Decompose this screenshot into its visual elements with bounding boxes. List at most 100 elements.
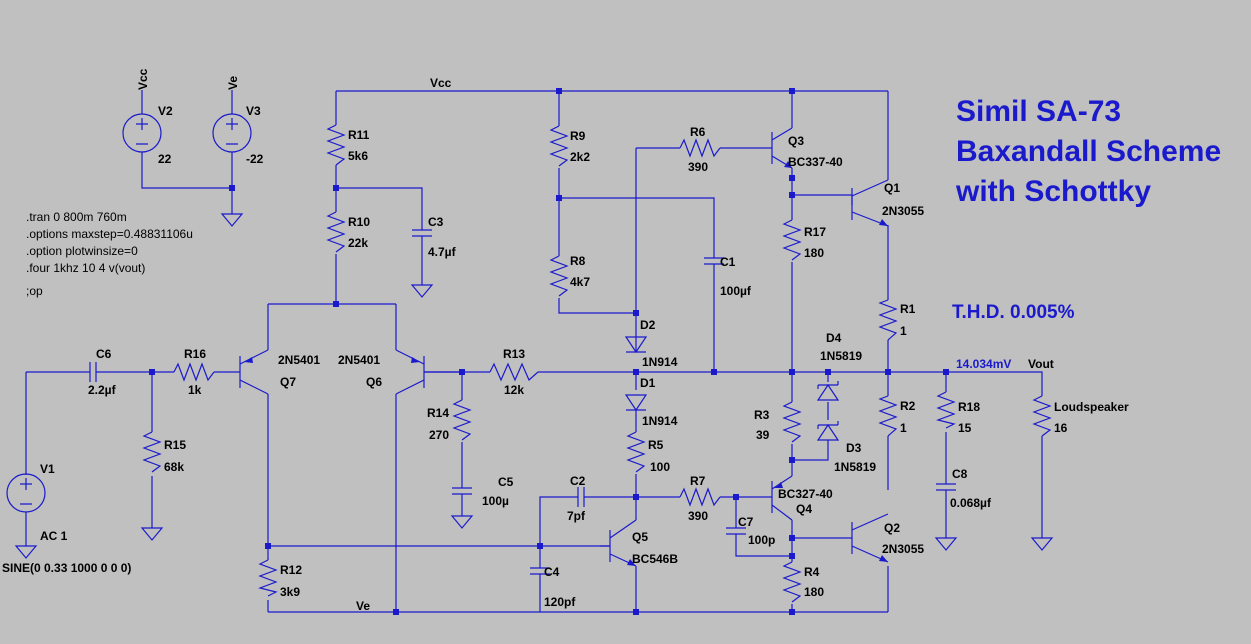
q4-symbol (771, 475, 793, 521)
r5-value: 100 (650, 460, 670, 474)
c1-name: C1 (720, 255, 736, 269)
c3-name: C3 (428, 215, 444, 229)
r11-name: R11 (348, 128, 370, 142)
r7-value: 390 (688, 509, 708, 523)
q6-symbol (395, 349, 425, 395)
ground-icon (410, 284, 434, 298)
directive-3: .option plotwinsize=0 (26, 244, 138, 258)
d4-symbol (816, 381, 840, 401)
r15-value: 68k (164, 460, 184, 474)
v1-name: V1 (40, 462, 55, 476)
q3-value: BC337-40 (788, 155, 843, 169)
q2-value: 2N3055 (882, 542, 924, 556)
r6-value: 390 (688, 160, 708, 174)
net-vcc: Vcc (430, 76, 452, 90)
c1-symbol (704, 257, 724, 290)
r11-symbol (326, 124, 346, 166)
r3-name: R3 (754, 408, 770, 422)
net-vout: Vout (1028, 357, 1054, 371)
r10-value: 22k (348, 236, 368, 250)
q3-name: Q3 (788, 134, 804, 148)
q7-symbol (239, 349, 269, 395)
directive-5: ;op (26, 284, 43, 298)
d4-name: D4 (826, 331, 842, 345)
v1-value: AC 1 (40, 529, 68, 543)
c2-value: 7pf (567, 509, 586, 523)
probe-value: 14.034mV (956, 357, 1011, 371)
c6-value: 2.2µf (88, 383, 117, 397)
r16-value: 1k (188, 383, 202, 397)
c2-symbol (577, 487, 598, 507)
r17-symbol (782, 219, 802, 261)
c4-symbol (530, 567, 550, 590)
title-line-2: Baxandall Scheme (956, 135, 1221, 168)
r6-symbol (679, 138, 721, 158)
d2-value: 1N914 (642, 355, 678, 369)
r3-symbol (782, 401, 802, 443)
c5-name: C5 (498, 475, 514, 489)
q3-symbol (771, 127, 793, 169)
sources (6, 113, 252, 513)
loudspeaker-symbol (1032, 395, 1052, 437)
c1-value: 100µf (720, 284, 752, 298)
r10-symbol (326, 211, 346, 253)
transistors (239, 127, 889, 567)
r10-name: R10 (348, 215, 370, 229)
c8-name: C8 (952, 467, 968, 481)
thd-label: T.H.D. 0.005% (952, 302, 1075, 323)
q7-name: Q7 (280, 375, 296, 389)
loudspeaker-name: Loudspeaker (1054, 400, 1129, 414)
r11-value: 5k6 (348, 149, 368, 163)
q5-name: Q5 (632, 530, 648, 544)
r18-symbol (935, 391, 956, 429)
d2-name: D2 (640, 318, 656, 332)
capacitors (89, 229, 956, 590)
r18-value: 15 (958, 421, 972, 435)
resistors (142, 124, 1052, 603)
r12-symbol (257, 559, 278, 597)
r3-value: 39 (756, 428, 770, 442)
c7-symbol (726, 527, 746, 548)
v2-net: Vcc (136, 68, 150, 90)
v2-value: 22 (158, 152, 172, 166)
r14-value: 270 (429, 428, 449, 442)
wires (25, 90, 1043, 613)
r17-name: R17 (804, 225, 826, 239)
c2-name: C2 (570, 474, 586, 488)
directive-2: .options maxstep=0.48831106u (26, 227, 193, 241)
d3-name: D3 (846, 441, 862, 455)
ground-icon (1030, 537, 1054, 551)
grounds (14, 213, 1054, 559)
labels: Simil SA-73 Baxandall Scheme with Schott… (2, 68, 1221, 613)
r4-symbol (782, 561, 802, 603)
c8-symbol (936, 483, 956, 500)
r17-value: 180 (804, 246, 824, 260)
q4-name: Q4 (796, 502, 812, 516)
r5-symbol (626, 431, 646, 473)
d3-value: 1N5819 (834, 460, 876, 474)
d1-name: D1 (640, 376, 656, 390)
c3-symbol (412, 229, 432, 260)
r13-symbol (489, 362, 539, 382)
ground-icon (220, 213, 244, 227)
r9-value: 2k2 (570, 150, 590, 164)
r15-name: R15 (164, 438, 186, 452)
r13-name: R13 (503, 347, 525, 361)
v2-name: V2 (158, 104, 173, 118)
q2-name: Q2 (884, 521, 900, 535)
v1-spec: SINE(0 0.33 1000 0 0 0) (2, 561, 131, 575)
r1-name: R1 (900, 302, 916, 316)
q1-symbol (851, 179, 889, 227)
ground-icon (450, 515, 474, 529)
c5-value: 100µ (482, 494, 509, 508)
ground-icon (934, 537, 958, 551)
directive-4: .four 1khz 10 4 v(vout) (26, 261, 145, 275)
c3-value: 4.7µf (428, 245, 457, 259)
r1-symbol (878, 299, 898, 341)
q1-value: 2N3055 (882, 204, 924, 218)
r5-name: R5 (648, 438, 664, 452)
d1-value: 1N914 (642, 414, 678, 428)
d3-symbol (816, 421, 840, 441)
directive-1: .tran 0 800m 760m (26, 210, 127, 224)
